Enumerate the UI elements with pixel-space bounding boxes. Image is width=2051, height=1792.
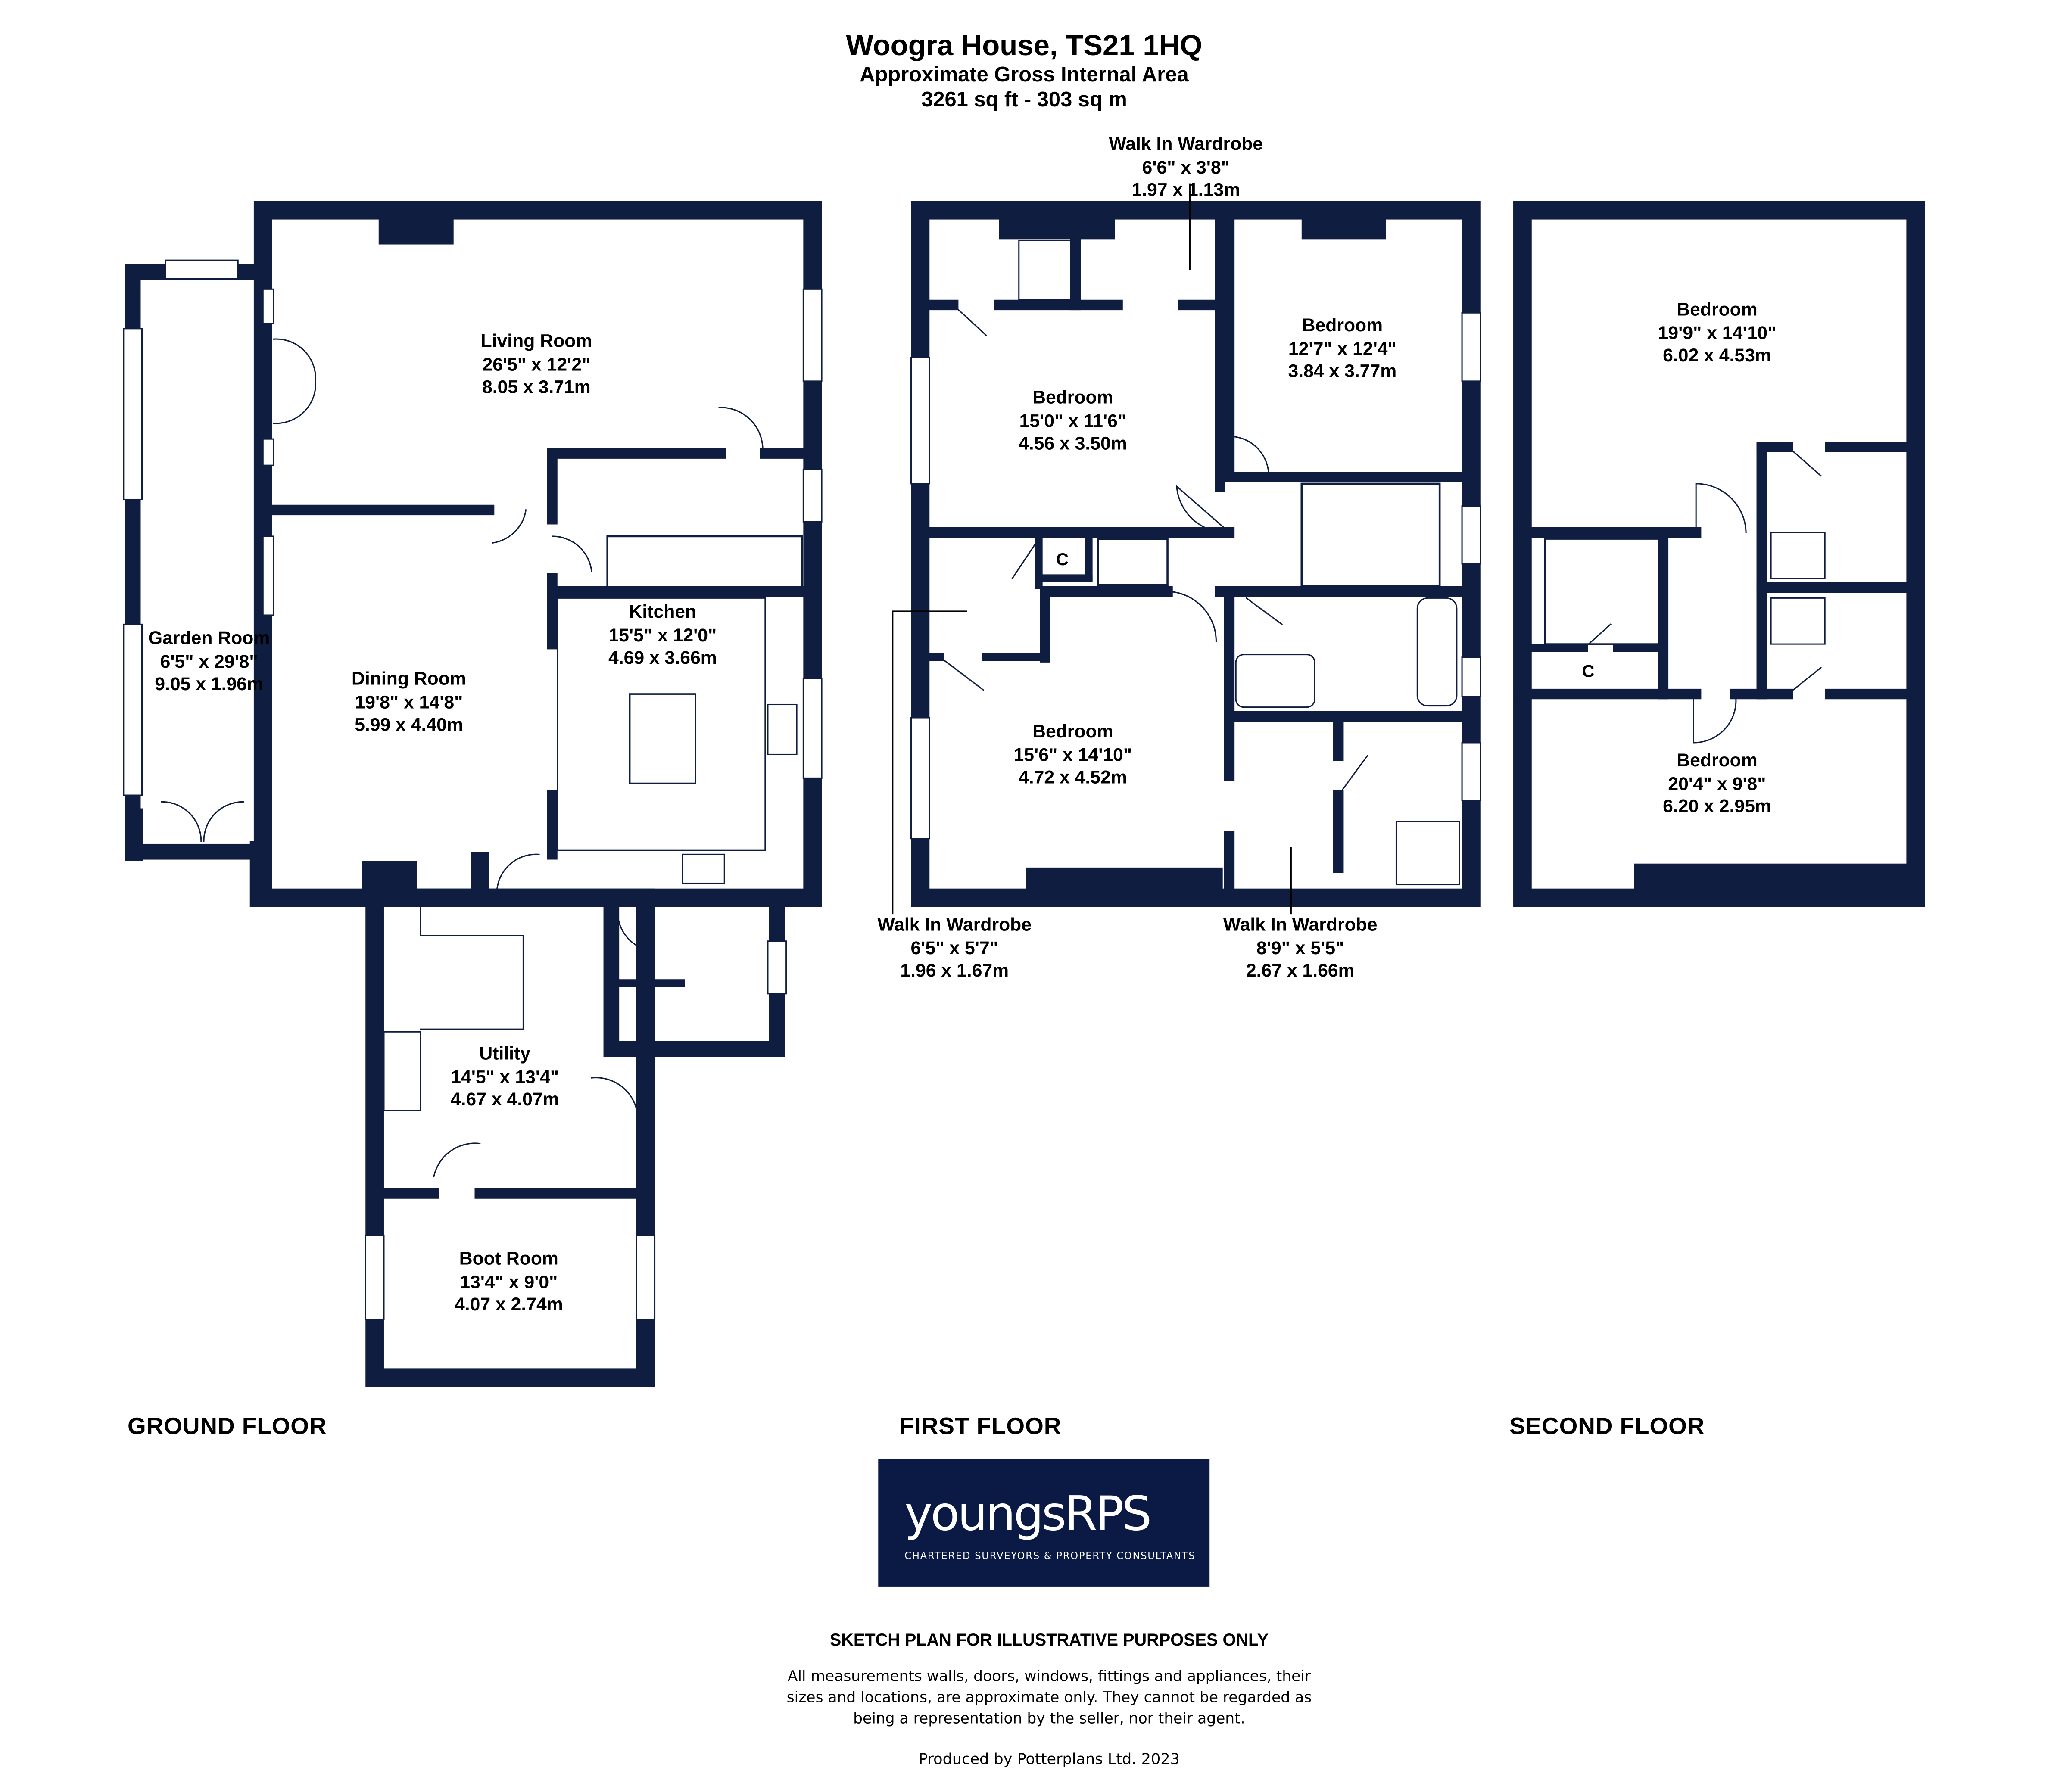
- produced-by: Produced by Potterplans Ltd. 2023: [918, 1749, 1180, 1768]
- first-floor-walls: [911, 201, 1481, 907]
- ground-floor-fills: [125, 210, 489, 907]
- total-area: 3261 sq ft - 303 sq m: [921, 89, 1127, 112]
- ground-floor-windows: [123, 259, 823, 1321]
- plan-subtitle: Approximate Gross Internal Area: [860, 64, 1189, 87]
- first-floor-leader-lines: [892, 183, 1292, 915]
- second-floor-fills: [1634, 863, 1916, 898]
- ground-floor-walls: [125, 201, 822, 1387]
- company-logo: youngsRPS CHARTERED SURVEYORS & PROPERTY…: [878, 1459, 1210, 1587]
- floor-label-first: FIRST FLOOR: [899, 1413, 1062, 1440]
- first-floor-windows: [910, 312, 1481, 840]
- cupboard-label: C: [1056, 549, 1069, 569]
- disclaimer: All measurements walls, doors, windows, …: [786, 1668, 1312, 1727]
- floor-label-second: SECOND FLOOR: [1509, 1413, 1705, 1440]
- floor-label-ground: GROUND FLOOR: [127, 1413, 327, 1440]
- sketch-notice: SKETCH PLAN FOR ILLUSTRATIVE PURPOSES ON…: [829, 1630, 1269, 1650]
- cupboard-label: C: [1582, 661, 1595, 681]
- plan-title: Woogra House, TS21 1HQ: [846, 29, 1203, 62]
- logo-wordmark: youngsRPS: [904, 1488, 1152, 1542]
- logo-tagline: CHARTERED SURVEYORS & PROPERTY CONSULTAN…: [904, 1549, 1196, 1562]
- first-floor-fills: [999, 210, 1386, 898]
